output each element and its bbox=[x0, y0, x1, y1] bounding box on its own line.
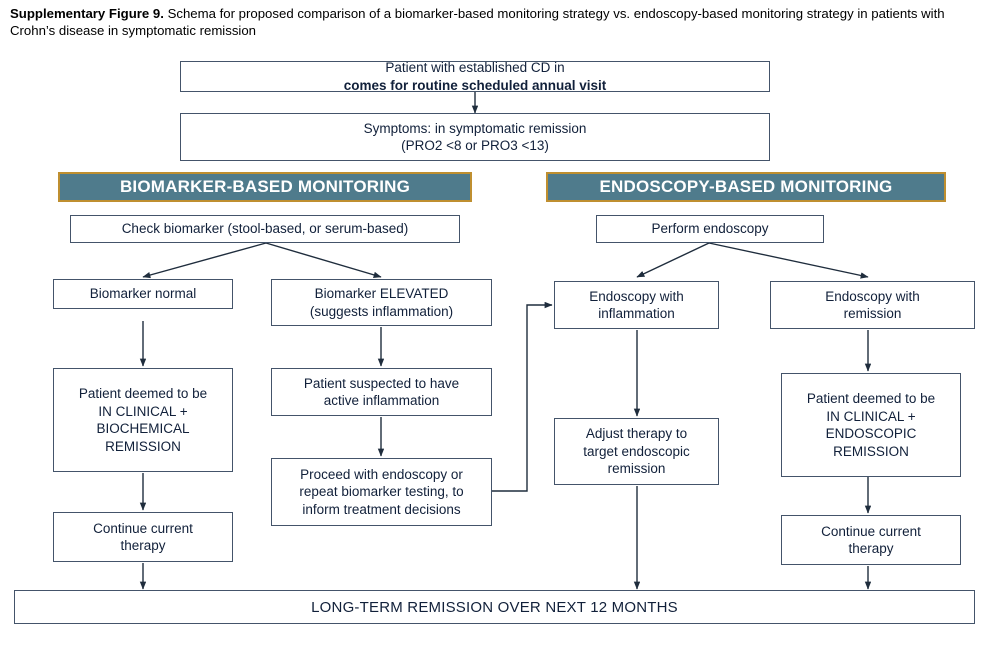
node-long-term-remission-text: LONG-TERM REMISSION OVER NEXT 12 MONTHS bbox=[311, 598, 678, 616]
node-adjust-therapy-l1: Adjust therapy to bbox=[585, 426, 688, 442]
node-adjust-therapy-l2: target endoscopic bbox=[583, 443, 690, 459]
node-entry-visit: Patient with established CD in comes for… bbox=[180, 59, 770, 94]
figure-caption: Supplementary Figure 9. Schema for propo… bbox=[10, 6, 985, 39]
node-proceed-l2: repeat biomarker testing, to bbox=[299, 484, 464, 500]
banner-biomarker-based-monitoring: BIOMARKER-BASED MONITORING bbox=[58, 172, 472, 202]
node-clinical-endoscopic-l3: ENDOSCOPIC bbox=[825, 426, 917, 441]
node-endoscopy-continue-l1: Continue current bbox=[821, 523, 921, 539]
node-clinical-biochemical-l4: REMISSION bbox=[105, 438, 181, 454]
node-biomarker-continue-therapy: Continue current therapy bbox=[53, 512, 233, 562]
node-endoscopy-with-remission: Endoscopy with remission bbox=[770, 281, 975, 329]
node-endoscopy-with-inflammation: Endoscopy with inflammation bbox=[554, 281, 719, 329]
node-symptoms: Symptoms: in symptomatic remission (PRO2… bbox=[180, 113, 770, 161]
node-endoscopy-remission-l2: remission bbox=[843, 306, 902, 321]
node-clinical-biochemical-remission: Patient deemed to be IN CLINICAL + BIOCH… bbox=[53, 368, 233, 472]
node-entry-visit-bold: comes for routine scheduled annual visit bbox=[343, 77, 607, 93]
banner-endoscopy-label: ENDOSCOPY-BASED MONITORING bbox=[599, 177, 893, 196]
node-proceed-l1: Proceed with endoscopy or bbox=[300, 466, 463, 482]
node-check-biomarker-text: Check biomarker (stool-based, or serum-b… bbox=[121, 221, 409, 237]
node-biomarker-continue-l1: Continue current bbox=[93, 520, 193, 536]
node-perform-endoscopy-text: Perform endoscopy bbox=[651, 221, 769, 237]
node-clinical-endoscopic-remission: Patient deemed to be IN CLINICAL + ENDOS… bbox=[781, 373, 961, 477]
node-proceed-endoscopy-or-repeat: Proceed with endoscopy or repeat biomark… bbox=[271, 458, 492, 526]
node-endoscopy-inflammation-l2: inflammation bbox=[598, 306, 675, 321]
node-entry-visit-text: Patient with established CD in comes for… bbox=[185, 59, 765, 94]
node-biomarker-elevated-l1: Biomarker ELEVATED bbox=[314, 286, 449, 301]
node-biomarker-elevated: Biomarker ELEVATED (suggests inflammatio… bbox=[271, 279, 492, 326]
node-clinical-biochemical-l1: Patient deemed to be bbox=[78, 386, 208, 401]
node-long-term-remission: LONG-TERM REMISSION OVER NEXT 12 MONTHS bbox=[14, 590, 975, 624]
node-suspected-l1: Patient suspected to have bbox=[303, 375, 460, 391]
node-endoscopy-inflammation-l1: Endoscopy with bbox=[589, 288, 684, 304]
node-clinical-endoscopic-l4: REMISSION bbox=[833, 443, 909, 459]
banner-endoscopy-based-monitoring: ENDOSCOPY-BASED MONITORING bbox=[546, 172, 946, 202]
node-endoscopy-continue-therapy: Continue current therapy bbox=[781, 515, 961, 565]
node-perform-endoscopy: Perform endoscopy bbox=[596, 215, 824, 243]
node-entry-visit-plain: Patient with established CD in bbox=[385, 60, 565, 75]
node-suspected-active-inflammation: Patient suspected to have active inflamm… bbox=[271, 368, 492, 416]
banner-biomarker-label: BIOMARKER-BASED MONITORING bbox=[119, 177, 411, 196]
node-adjust-therapy: Adjust therapy to target endoscopic remi… bbox=[554, 418, 719, 485]
node-biomarker-normal: Biomarker normal bbox=[53, 279, 233, 309]
node-symptoms-line2: (PRO2 <8 or PRO3 <13) bbox=[401, 138, 549, 153]
node-adjust-therapy-l3: remission bbox=[607, 461, 666, 477]
node-proceed-l3: inform treatment decisions bbox=[302, 501, 461, 517]
figure-caption-label: Supplementary Figure 9. bbox=[10, 6, 164, 21]
figure-caption-text: Schema for proposed comparison of a biom… bbox=[10, 6, 945, 38]
node-clinical-endoscopic-l1: Patient deemed to be bbox=[806, 391, 936, 406]
node-biomarker-continue-l2: therapy bbox=[120, 538, 166, 553]
node-endoscopy-continue-l2: therapy bbox=[848, 541, 894, 556]
node-suspected-l2: active inflammation bbox=[323, 393, 440, 408]
node-clinical-biochemical-l2: IN CLINICAL + bbox=[98, 403, 188, 419]
node-clinical-endoscopic-l2: IN CLINICAL + bbox=[826, 408, 916, 424]
node-clinical-biochemical-l3: BIOCHEMICAL bbox=[96, 421, 190, 436]
node-check-biomarker: Check biomarker (stool-based, or serum-b… bbox=[70, 215, 460, 243]
node-biomarker-normal-text: Biomarker normal bbox=[89, 286, 197, 302]
node-biomarker-elevated-l2: (suggests inflammation) bbox=[309, 303, 454, 319]
node-symptoms-line1: Symptoms: in symptomatic remission bbox=[363, 120, 587, 136]
node-endoscopy-remission-l1: Endoscopy with bbox=[825, 288, 920, 304]
